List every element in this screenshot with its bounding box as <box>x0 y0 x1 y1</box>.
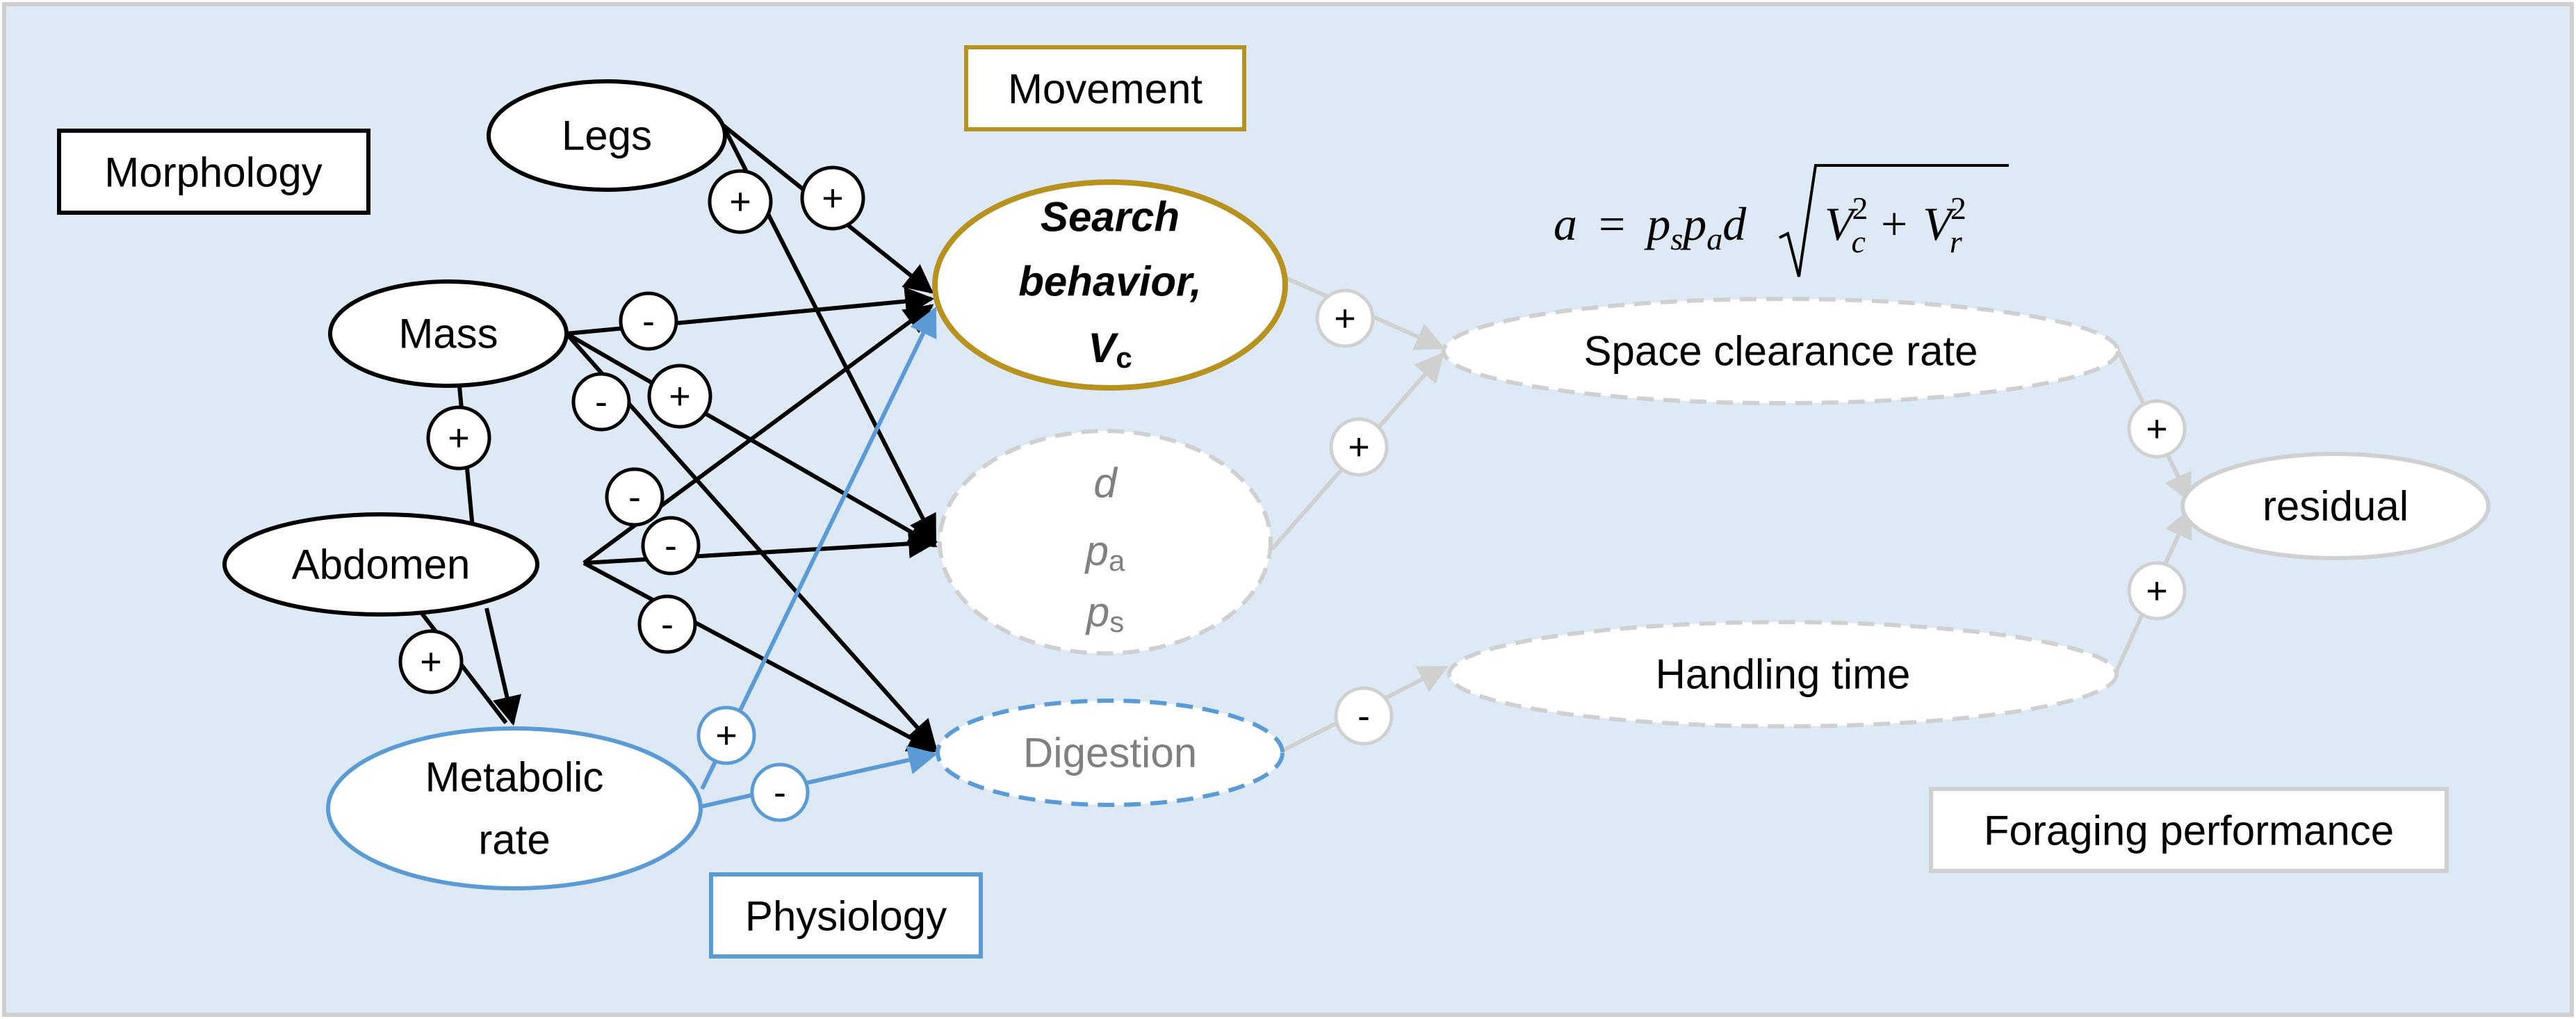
eq-vc-sup: 2 <box>1852 190 1868 226</box>
svg-text:-: - <box>642 300 655 342</box>
svg-text:rate: rate <box>478 817 550 863</box>
svg-text:+: + <box>822 177 844 219</box>
sign-digestion-handling: - <box>1334 686 1394 746</box>
node-search-behavior: Search behavior, Vc <box>932 179 1288 391</box>
eq-vc-sub: c <box>1852 224 1866 259</box>
node-abdomen: Abdomen <box>222 512 539 617</box>
sign-abdomen-digestion: - <box>637 594 697 654</box>
group-movement: Movement <box>964 45 1246 131</box>
edge-metabolic-digestion <box>701 745 938 808</box>
svg-text:-: - <box>628 476 641 518</box>
svg-text:+: + <box>715 715 737 756</box>
eq-vr-v: V <box>1923 197 1957 250</box>
node-mass: Mass <box>328 279 569 388</box>
svg-text:residual: residual <box>2263 483 2408 530</box>
svg-text:Space clearance rate: Space clearance rate <box>1583 328 1978 375</box>
svg-text:-: - <box>595 381 608 423</box>
svg-text:+: + <box>420 641 442 683</box>
group-morphology: Morphology <box>57 129 370 215</box>
svg-text:+: + <box>2146 408 2168 450</box>
param-pa-p: p <box>1084 528 1109 574</box>
eq-pa-sub: a <box>1706 221 1722 256</box>
svg-text:+: + <box>729 181 751 222</box>
param-pa-sub: a <box>1109 544 1125 577</box>
svg-text:+: + <box>448 417 470 459</box>
sign-metabolic-digestion: - <box>750 763 810 822</box>
sign-legs-search: + <box>800 165 865 231</box>
svg-text:Search: Search <box>1041 194 1180 241</box>
node-space-clearance-rate: Space clearance rate <box>1442 297 2120 405</box>
svg-text:Mass: Mass <box>398 311 498 357</box>
param-pa: pa <box>1084 528 1125 577</box>
sign-mass-abdomen: + <box>426 405 491 471</box>
svg-text:Movement: Movement <box>1008 66 1203 113</box>
search-v-sub: c <box>1116 341 1132 374</box>
sign-space-residual: + <box>2127 399 2187 459</box>
eq-vr-sup: 2 <box>1950 190 1966 226</box>
svg-text:+: + <box>1334 297 1356 339</box>
eq-vc-v: V <box>1825 197 1859 250</box>
sign-mass-params: + <box>647 364 712 429</box>
sign-handling-residual: + <box>2127 561 2187 621</box>
svg-text:+: + <box>2146 570 2168 612</box>
svg-text:-: - <box>661 603 674 645</box>
node-metabolic-rate: Metabolic rate <box>326 726 703 890</box>
param-ps-p: p <box>1085 589 1109 635</box>
equation-sqrt-sign <box>1779 164 2009 277</box>
sign-legs-params: + <box>708 169 773 234</box>
search-v-label: Vc <box>1088 325 1132 374</box>
node-params: d pa ps <box>938 429 1273 655</box>
eq-vr-sub: r <box>1950 224 1963 259</box>
eq-ps-sub: s <box>1670 221 1683 256</box>
search-v: V <box>1088 325 1119 371</box>
svg-text:Physiology: Physiology <box>745 893 947 940</box>
svg-text:+: + <box>1348 426 1370 468</box>
svg-text:Metabolic: Metabolic <box>425 754 604 801</box>
param-ps-sub: s <box>1109 605 1124 638</box>
eq-d: d <box>1722 197 1747 250</box>
svg-text:d: d <box>1093 460 1118 507</box>
eq-pa-p: p <box>1680 197 1706 250</box>
svg-text:Abdomen: Abdomen <box>292 541 471 588</box>
svg-text:Morphology: Morphology <box>104 149 323 196</box>
eq-ps-p: p <box>1644 197 1670 250</box>
sign-params-space: + <box>1329 417 1389 477</box>
edge-abdomen-params <box>583 529 938 565</box>
svg-text:Handling time: Handling time <box>1656 651 1911 698</box>
sign-badges: + + - - + + - - - + + - + + - + + <box>398 165 2187 822</box>
eq-equals: = <box>1599 197 1625 250</box>
edge-metabolic-search <box>700 307 937 790</box>
node-handling-time: Handling time <box>1447 620 2119 728</box>
group-physiology: Physiology <box>709 872 983 959</box>
svg-text:-: - <box>774 772 786 813</box>
equation-lhs: a = pspad <box>1554 197 1747 256</box>
eq-a: a <box>1554 197 1577 250</box>
node-digestion: Digestion <box>936 699 1285 807</box>
sign-metabolic-search: + <box>696 706 756 765</box>
sign-mass-search: - <box>619 291 678 351</box>
edge-abdomen-digestion <box>582 561 938 753</box>
svg-text:Foraging performance: Foraging performance <box>1984 808 2394 854</box>
sign-abdomen-params: - <box>641 516 701 576</box>
edge-abdomen-metabolic <box>484 608 521 726</box>
svg-text:Legs: Legs <box>562 113 652 159</box>
svg-text:-: - <box>1358 695 1370 737</box>
node-legs: Legs <box>487 79 727 192</box>
eq-plus: + <box>1881 197 1907 250</box>
svg-text:+: + <box>669 375 691 417</box>
param-ps: ps <box>1085 589 1124 638</box>
sign-abdomen-metabolic: + <box>398 629 464 694</box>
group-foraging-performance: Foraging performance <box>1929 787 2449 873</box>
node-residual: residual <box>2180 452 2491 560</box>
sign-search-space: + <box>1315 288 1375 348</box>
svg-text:Digestion: Digestion <box>1023 730 1197 776</box>
sign-mass-digestion: - <box>571 372 631 432</box>
svg-text:-: - <box>665 525 677 566</box>
svg-text:behavior,: behavior, <box>1018 259 1201 305</box>
sign-abdomen-search: - <box>605 467 665 527</box>
